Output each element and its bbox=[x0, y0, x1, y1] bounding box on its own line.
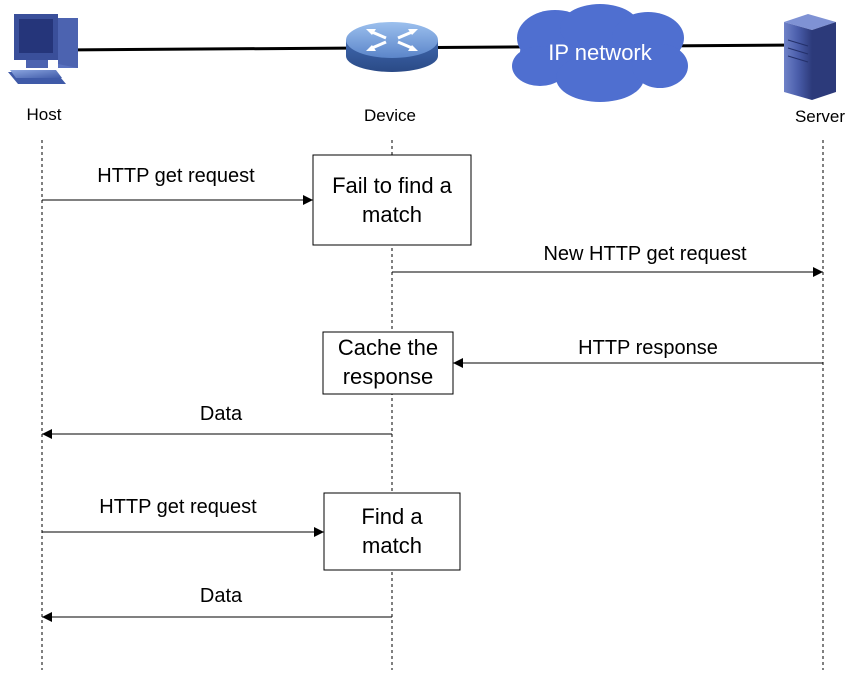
device-label: Device bbox=[364, 106, 416, 125]
data-label-2: Data bbox=[200, 585, 243, 607]
cache-response-line2: response bbox=[343, 364, 434, 389]
server-icon bbox=[784, 14, 836, 100]
host-label: Host bbox=[27, 105, 62, 124]
fail-match-box bbox=[312, 154, 472, 246]
ip-network-cloud bbox=[512, 4, 688, 102]
cache-response-line1: Cache the bbox=[338, 335, 438, 360]
server-label: Server bbox=[795, 107, 845, 126]
get-request-label-2: HTTP get request bbox=[99, 496, 257, 518]
data-label-1: Data bbox=[200, 403, 243, 425]
fail-match-line1: Fail to find a bbox=[332, 173, 453, 198]
host-pc-icon bbox=[8, 14, 78, 84]
get-request-label-1: HTTP get request bbox=[97, 165, 255, 187]
router-icon bbox=[346, 22, 438, 72]
cache-response-box bbox=[322, 331, 454, 395]
fail-match-line2: match bbox=[362, 202, 422, 227]
find-match-line2: match bbox=[362, 533, 422, 558]
cloud-label: IP network bbox=[548, 40, 653, 65]
http-response-label: HTTP response bbox=[578, 337, 718, 359]
find-match-line1: Find a bbox=[361, 504, 423, 529]
new-get-request-label: New HTTP get request bbox=[543, 243, 746, 265]
find-match-box bbox=[323, 492, 461, 571]
